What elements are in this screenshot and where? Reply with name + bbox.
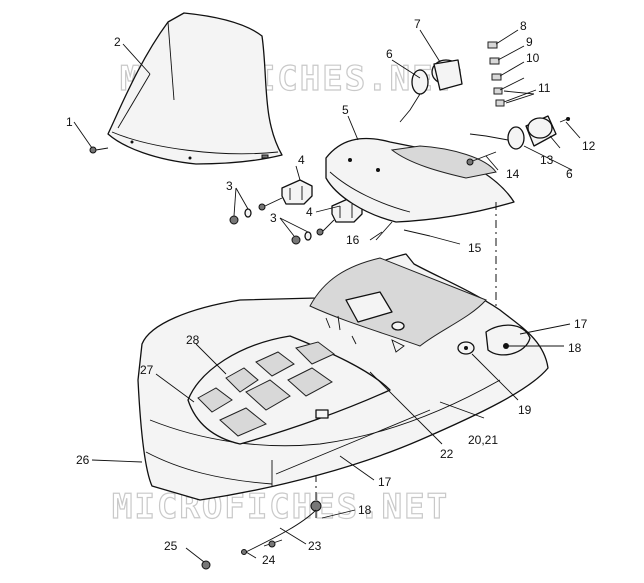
callout-2: 2 <box>114 35 121 49</box>
callout-3b: 3 <box>270 211 277 225</box>
callout-12: 12 <box>582 139 596 153</box>
callout-3a: 3 <box>226 179 233 193</box>
windshield-screw <box>89 146 109 154</box>
callout-15: 15 <box>468 241 482 255</box>
callout-17b: 17 <box>378 475 392 489</box>
callout-4b: 4 <box>306 205 313 219</box>
callout-9: 9 <box>526 35 533 49</box>
callout-20-21: 20,21 <box>468 433 498 447</box>
callout-6a: 6 <box>386 47 393 61</box>
callout-19: 19 <box>518 403 532 417</box>
callout-labels: 1 2 3 3 4 4 5 6 6 7 8 9 10 11 12 13 14 1… <box>66 17 596 567</box>
callout-14: 14 <box>506 167 520 181</box>
callout-7: 7 <box>414 17 421 31</box>
callout-25: 25 <box>164 539 178 553</box>
indicator-lamps <box>487 41 535 107</box>
leader-lines <box>73 29 581 563</box>
callout-18a: 18 <box>568 341 582 355</box>
callout-4a: 4 <box>298 153 305 167</box>
hood-latch-cable <box>201 500 322 570</box>
callout-27: 27 <box>140 363 154 377</box>
hood-side-grommets <box>457 324 531 356</box>
callout-23: 23 <box>308 539 322 553</box>
gauge-right <box>469 115 571 150</box>
hood-vents <box>187 335 391 445</box>
callout-8: 8 <box>520 19 527 33</box>
callout-22: 22 <box>440 447 454 461</box>
callout-1: 1 <box>66 115 73 129</box>
callout-28: 28 <box>186 333 200 347</box>
hood-dash-recess <box>309 257 487 353</box>
callout-10: 10 <box>526 51 540 65</box>
callout-24: 24 <box>262 553 276 567</box>
callout-17a: 17 <box>574 317 588 331</box>
windshield <box>107 12 283 165</box>
callout-13: 13 <box>540 153 554 167</box>
callout-5: 5 <box>342 103 349 117</box>
callout-11: 11 <box>538 81 551 95</box>
dash-panel <box>325 137 515 223</box>
wire-harness <box>375 221 431 241</box>
watermark-bottom: MICROFICHES.NET <box>112 487 449 527</box>
hardware-set-lower <box>291 219 335 245</box>
dash-bolt <box>466 151 497 166</box>
callout-6b: 6 <box>566 167 573 181</box>
callout-18b: 18 <box>358 503 372 517</box>
bracket-upper <box>281 179 313 205</box>
callout-16: 16 <box>346 233 360 247</box>
gauge-left <box>399 59 463 123</box>
callout-26: 26 <box>76 453 90 467</box>
